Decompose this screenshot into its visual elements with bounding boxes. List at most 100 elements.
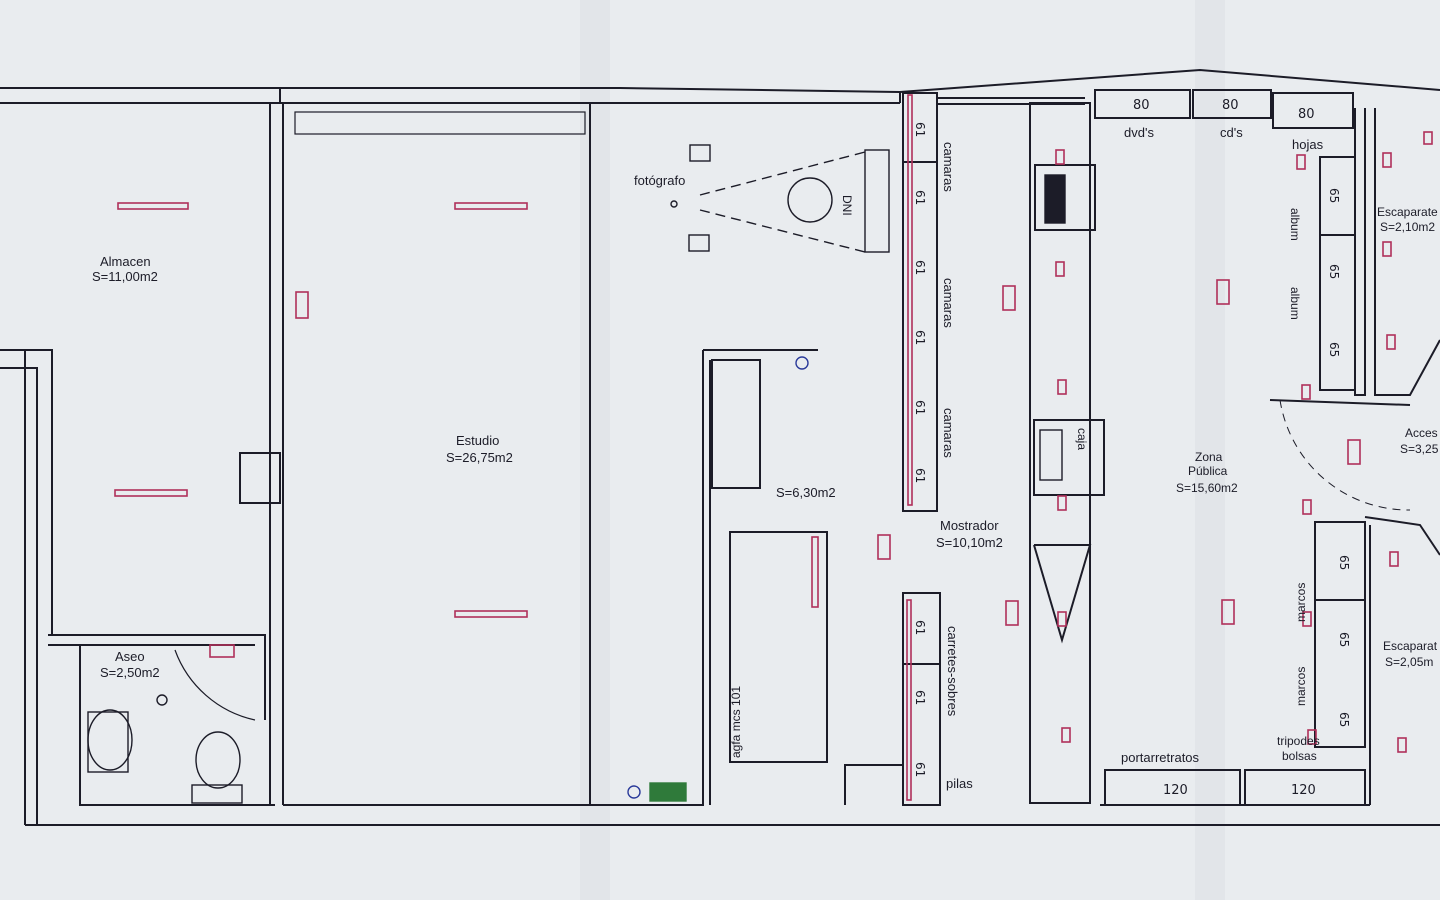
- dim-shelf-right-3: 65: [1327, 342, 1341, 357]
- room-name-zona-publica-1: Zona: [1195, 450, 1223, 464]
- room-area-estudio: S=26,75m2: [446, 450, 513, 465]
- dim-shelf-5: 61: [913, 400, 927, 415]
- spot-light-icon: [1302, 611, 1312, 627]
- spot-light-icon: [1055, 261, 1065, 277]
- dim-80-hojas: 80: [1298, 107, 1315, 122]
- dim-shelf-9: 61: [913, 762, 927, 777]
- label-marcos-2: marcos: [1294, 667, 1308, 706]
- furniture-labels: fotógrafo DNI camaras camaras camaras ca…: [634, 125, 1324, 791]
- label-tripodes: tripodes: [1277, 734, 1320, 748]
- ceiling-light-icon: [454, 202, 528, 210]
- spot-light-icon: [1061, 727, 1071, 743]
- spot-light-icon: [1302, 499, 1312, 515]
- label-cds: cd's: [1220, 125, 1243, 140]
- dim-120-tripodes: 120: [1291, 783, 1316, 798]
- room-area-escaparate-2: S=2,05m: [1385, 655, 1433, 669]
- photo-studio-equipment: [87, 144, 1066, 804]
- spot-light-icon: [1057, 495, 1067, 511]
- spot-light-icon: [1382, 152, 1392, 168]
- room-name-mostrador: Mostrador: [940, 518, 999, 533]
- emergency-light-icon: [877, 534, 891, 560]
- room-name-aseo: Aseo: [115, 649, 145, 664]
- room-name-zona-publica-2: Pública: [1188, 464, 1228, 478]
- emergency-light-icon: [1005, 600, 1019, 626]
- studio-lamp-icon: [689, 144, 711, 162]
- electrical-panel-icon: [649, 782, 687, 802]
- room-name-escaparate-2: Escaparat: [1383, 639, 1438, 653]
- dim-shelf-2: 61: [913, 190, 927, 205]
- sink-drain-icon: [156, 694, 168, 706]
- dim-shelf-8: 61: [913, 690, 927, 705]
- toilet-icon: [195, 731, 241, 789]
- room-name-estudio: Estudio: [456, 433, 499, 448]
- emergency-light-icon: [1216, 279, 1230, 305]
- dim-shelf-6: 61: [913, 468, 927, 483]
- spot-light-icon: [1386, 334, 1396, 350]
- dim-shelf-7: 61: [913, 620, 927, 635]
- light-fixtures: [114, 94, 1433, 801]
- room-area-escaparate-1: S=2,10m2: [1380, 220, 1435, 234]
- label-marcos-1: marcos: [1294, 583, 1308, 622]
- label-fotografo: fotógrafo: [634, 173, 685, 188]
- camera-icon: [670, 200, 678, 208]
- display-device-icon: [1044, 174, 1066, 224]
- label-agfa: agfa mcs 101: [729, 686, 743, 758]
- ceiling-light-icon: [811, 536, 819, 608]
- shelf-light-icon: [907, 94, 913, 506]
- backdrop-icon: [864, 149, 890, 253]
- room-name-acceso: Acces: [1405, 426, 1438, 440]
- dim-shelf-right-2: 65: [1327, 264, 1341, 279]
- dim-shelf-right-1: 65: [1327, 188, 1341, 203]
- dimension-labels: 80 80 80 120 120 61 61 61 61 61 61 61 61…: [913, 98, 1351, 798]
- spot-light-icon: [1423, 131, 1433, 145]
- label-album-1: album: [1288, 208, 1302, 241]
- label-pilas: pilas: [946, 776, 973, 791]
- label-camaras-1: camaras: [941, 142, 956, 192]
- dim-shelf-right-5: 65: [1337, 632, 1351, 647]
- ceiling-light-icon: [114, 489, 188, 497]
- dim-shelf-right-4: 65: [1337, 555, 1351, 570]
- emergency-light-icon: [1347, 439, 1361, 465]
- room-area-acceso: S=3,25: [1400, 442, 1439, 456]
- paper-fold-band: [580, 0, 610, 900]
- label-portarretratos: portarretratos: [1121, 750, 1200, 765]
- room-name-escaparate-1: Escaparate: [1377, 205, 1438, 219]
- walls: [0, 68, 1440, 826]
- camera-view-lines: [699, 151, 866, 196]
- drain-icon: [627, 785, 641, 799]
- room-area-almacen: S=11,00m2: [92, 269, 158, 284]
- spot-light-icon: [1397, 737, 1407, 753]
- drain-icon: [795, 356, 809, 370]
- dim-80-dvds: 80: [1133, 98, 1150, 113]
- room-area-mostrador: S=10,10m2: [936, 535, 1003, 550]
- spot-light-icon: [1055, 149, 1065, 165]
- spot-light-icon: [1301, 384, 1311, 400]
- label-album-2: album: [1288, 287, 1302, 320]
- dim-shelf-right-6: 65: [1337, 712, 1351, 727]
- emergency-light-icon: [1002, 285, 1016, 311]
- ceiling-light-icon: [454, 610, 528, 618]
- camera-view-lines: [699, 209, 866, 253]
- room-area-zona-publica: S=15,60m2: [1176, 481, 1238, 495]
- label-dni: DNI: [840, 195, 854, 216]
- shelf-light-icon: [906, 599, 912, 801]
- photo-subject-icon: [787, 177, 833, 223]
- dim-80-cds: 80: [1222, 98, 1239, 113]
- emergency-light-icon: [295, 291, 309, 319]
- emergency-light-icon: [209, 644, 235, 658]
- studio-lamp-icon: [688, 234, 710, 252]
- room-area-aseo: S=2,50m2: [100, 665, 160, 680]
- label-bolsas: bolsas: [1282, 749, 1317, 763]
- emergency-light-icon: [1221, 599, 1235, 625]
- spot-light-icon: [1389, 551, 1399, 567]
- washbasin-counter: [87, 711, 129, 773]
- ceiling-light-icon: [117, 202, 189, 210]
- room-name-almacen: Almacen: [100, 254, 151, 269]
- room-area-lab: S=6,30m2: [776, 485, 836, 500]
- room-labels: Almacen S=11,00m2 Estudio S=26,75m2 Aseo…: [92, 205, 1439, 680]
- spot-light-icon: [1382, 241, 1392, 257]
- label-dvds: dvd's: [1124, 125, 1154, 140]
- label-caja: caja: [1075, 428, 1089, 450]
- spot-light-icon: [1307, 729, 1317, 745]
